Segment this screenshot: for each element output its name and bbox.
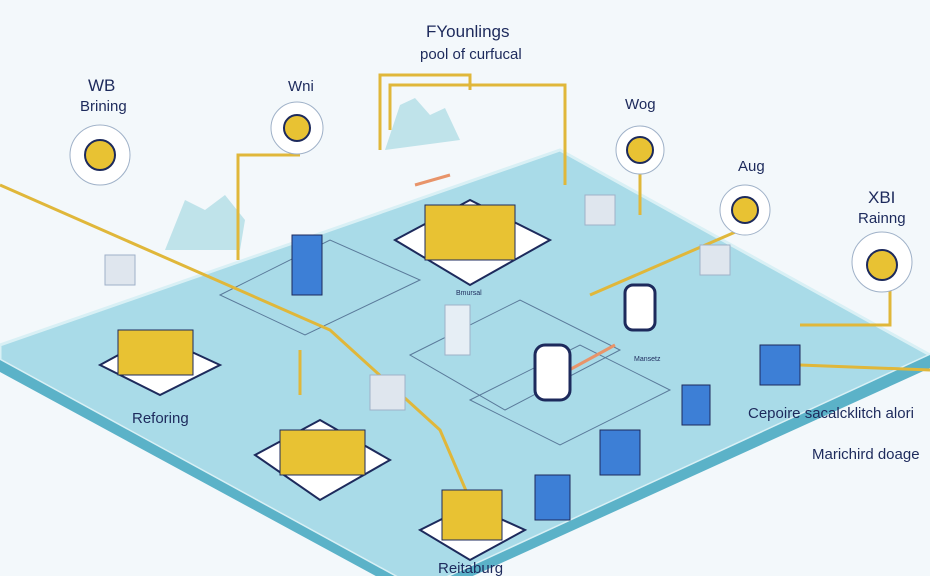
- blue-card: [291, 234, 323, 296]
- coin-node-aug: [719, 184, 771, 236]
- platform-edge: [0, 355, 930, 576]
- node-title: Wog: [625, 96, 656, 113]
- node-subtitle: Rainng: [858, 210, 906, 227]
- blue-card: [759, 344, 801, 386]
- label-left-stack: Reforing: [132, 410, 189, 427]
- node-title: Wni: [288, 78, 314, 95]
- gold-stack-bottom: [417, 489, 528, 562]
- connector-line: [800, 280, 892, 327]
- mountain: [385, 98, 460, 150]
- building: [444, 304, 471, 356]
- server-tower: [533, 343, 572, 402]
- gold-stack-left: [97, 329, 223, 397]
- label-right-note: Cepoire sacalcklitch alori: [748, 405, 914, 422]
- connector-line: [388, 83, 567, 185]
- orange-link: [414, 173, 451, 187]
- main-title: FYounlings: [426, 22, 510, 41]
- label-right-note-2: Marichird doage: [812, 446, 920, 463]
- gold-stack-top: [392, 198, 553, 287]
- main-subtitle: pool of curfucal: [420, 46, 522, 63]
- building: [699, 244, 731, 276]
- coin-node-wni: [270, 101, 324, 155]
- gold-stack-mid: [253, 418, 393, 502]
- label-center-tag: Bmursal: [456, 290, 482, 297]
- blue-card: [599, 429, 641, 476]
- server-tower: [623, 283, 657, 332]
- mountain: [165, 195, 245, 250]
- zone: [408, 299, 622, 411]
- building: [584, 194, 616, 226]
- node-title: Aug: [738, 158, 765, 175]
- label-tower-tag: Mansetz: [634, 356, 661, 363]
- connector-line: [378, 73, 472, 150]
- building: [104, 254, 136, 286]
- connector-line: [589, 228, 741, 297]
- blue-card: [534, 474, 571, 521]
- node-title: WB: [88, 76, 116, 95]
- node-title: XBI: [868, 188, 896, 207]
- connector-line: [799, 363, 930, 372]
- connector-line: [236, 153, 300, 260]
- coin-node-wb: [69, 124, 131, 186]
- coin-node-xbi: [851, 231, 913, 293]
- label-bottom-stack: Reitaburg: [438, 560, 504, 576]
- coin-node-wog: [615, 125, 665, 175]
- building: [369, 374, 406, 411]
- node-subtitle: Brining: [80, 98, 127, 115]
- blue-card: [681, 384, 711, 426]
- coin-nodes: [69, 101, 913, 293]
